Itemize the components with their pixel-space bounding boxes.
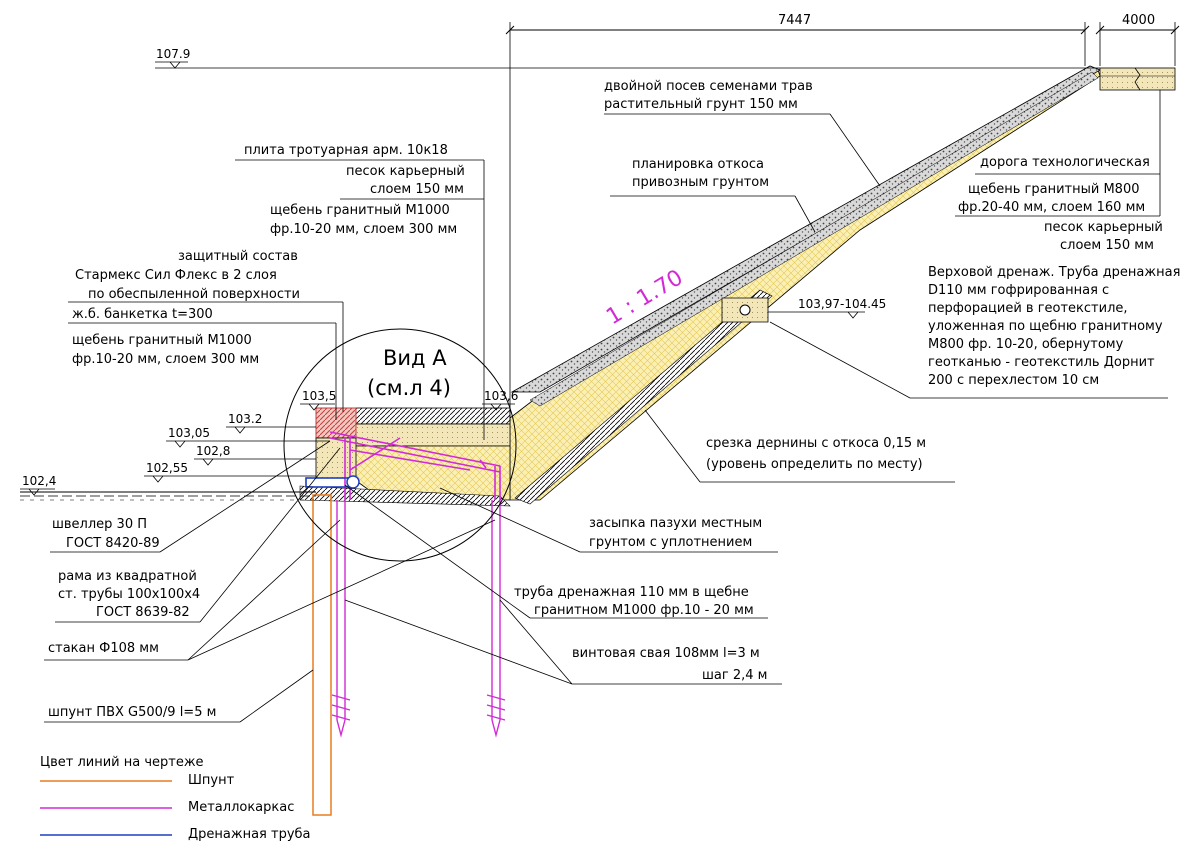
- label-backfill-compaction: грунтом с уплотнением: [589, 535, 752, 550]
- label-drain-1: Верховой дренаж. Труба дренажная: [928, 265, 1180, 280]
- sheet-pile: [312, 494, 332, 816]
- label-drain-5: М800 фр. 10-20, обернутому: [928, 337, 1124, 352]
- label-quarry-sand-layer: слоем 150 мм: [370, 182, 464, 197]
- label-drain-2: D110 мм гофрированная с: [928, 283, 1109, 298]
- water-level: [20, 491, 316, 501]
- label-sheet-pile: шпунт ПВХ G500/9 l=5 м: [48, 705, 216, 720]
- label-road: дорога технологическая: [980, 155, 1150, 170]
- slope-gravel-strip: [529, 71, 1099, 407]
- legend-label-metal-frame: Металлокаркас: [188, 800, 294, 815]
- legend-label-sheet-pile: Шпунт: [188, 773, 235, 788]
- line-color-legend: Цвет линий на чертеже Шпунт Металлокарка…: [40, 755, 311, 842]
- view-a-circle: [283, 328, 517, 562]
- label-planning: планировка откоса: [632, 157, 764, 172]
- label-frame: рама из квадратной: [58, 569, 197, 584]
- label-seeding: двойной посев семенами трав: [604, 79, 813, 94]
- dimension-4000: 4000: [1122, 13, 1155, 28]
- left-callouts: плита тротуарная арм. 10к18 песок карьер…: [44, 143, 496, 723]
- left-pile: [331, 500, 351, 738]
- elevation-107-9: 107.9: [156, 47, 190, 61]
- elevation-102-8: 102,8: [196, 444, 230, 458]
- label-frame-gost: ГОСТ 8639-82: [96, 605, 190, 620]
- elevation-103-6: 103,6: [484, 389, 518, 403]
- label-drain-6: геотканью - геотекстиль Дорнит: [928, 355, 1155, 370]
- metal-frame: [329, 431, 501, 500]
- label-channel: швеллер 30 П: [52, 517, 147, 532]
- label-topsoil: растительный грунт 150 мм: [604, 97, 798, 112]
- label-drain-7: 200 с перехлестом 10 см: [928, 373, 1099, 388]
- label-quarry-sand: песок карьерный: [346, 164, 465, 179]
- label-drain-4: уложенная по щебню гранитному: [928, 319, 1163, 334]
- label-dedusted: по обеспыленной поверхности: [88, 287, 300, 302]
- elevation-103-2: 103.2: [228, 412, 262, 426]
- label-drain-3: перфорацией в геотекстиле,: [928, 301, 1128, 316]
- label-drain-pipe: труба дренажная 110 мм в щебне: [514, 585, 749, 600]
- screw-piles: [312, 494, 506, 816]
- upper-drain-pipe: [739, 304, 751, 316]
- elevation-102-55: 102,55: [146, 461, 188, 475]
- label-road-gravel: щебень гранитный М800: [968, 182, 1140, 197]
- label-cup: стакан Ф108 мм: [48, 641, 159, 656]
- label-starmex: Стармекс Сил Флекс в 2 слоя: [75, 268, 277, 283]
- label-paving-slab: плита тротуарная арм. 10к18: [244, 143, 448, 158]
- elevation-markers: 107.9 103,5 103.2 103,05 102,8 102,55 10…: [20, 47, 886, 496]
- bank-structure: [299, 407, 511, 507]
- view-subtitle: (см.л 4): [367, 376, 451, 400]
- label-channel-gost: ГОСТ 8420-89: [66, 536, 160, 551]
- label-road-sand-layer: слоем 150 мм: [1060, 238, 1154, 253]
- label-road-gravel-size: фр.20-40 мм, слоем 160 мм: [958, 200, 1145, 215]
- label-granite-gravel: щебень гранитный М1000: [270, 203, 450, 218]
- technological-road: [1099, 67, 1176, 91]
- label-left-gravel-size: фр.10-20 мм, слоем 300 мм: [72, 352, 259, 367]
- label-protective: защитный состав: [178, 249, 298, 264]
- legend-title: Цвет линий на чертеже: [40, 755, 204, 770]
- label-backfill: засыпка пазухи местным: [589, 516, 762, 531]
- label-pile-step: шаг 2,4 м: [702, 668, 767, 683]
- bottom-gravel: [299, 485, 511, 507]
- elevation-103-05: 103,05: [168, 426, 210, 440]
- slope-cut-layer: [514, 289, 773, 505]
- label-drain-pipe-gravel: гранитном М1000 фр.10 - 20 мм: [534, 603, 754, 618]
- elevation-103-5: 103,5: [302, 389, 336, 403]
- embankment: [509, 65, 1101, 505]
- dimension-lines: [155, 22, 1180, 420]
- label-rc-banquette: ж.б. банкетка t=300: [72, 307, 213, 322]
- legend-label-drain-pipe: Дренажная труба: [188, 827, 311, 842]
- elevation-103-97: 103,97-104.45: [798, 297, 886, 311]
- right-callouts: двойной посев семенами трав растительный…: [344, 79, 1180, 685]
- label-planning-soil: привозным грунтом: [632, 175, 769, 190]
- label-granite-gravel-size: фр.10-20 мм, слоем 300 мм: [270, 222, 457, 237]
- dimension-7447: 7447: [778, 13, 811, 28]
- elevation-102-4: 102,4: [22, 474, 56, 488]
- sand-layer: [354, 423, 511, 447]
- label-cut: срезка дернины с откоса 0,15 м: [706, 436, 926, 451]
- label-road-sand: песок карьерный: [1044, 220, 1163, 235]
- view-title: Вид А: [383, 346, 447, 370]
- label-screw-pile: винтовая свая 108мм l=3 м: [572, 646, 760, 661]
- right-pile: [486, 500, 506, 738]
- label-frame-pipe: ст. трубы 100х100х4: [58, 587, 200, 602]
- label-cut-level: (уровень определить по месту): [706, 457, 923, 472]
- paving-slab: [354, 407, 511, 425]
- label-left-gravel: щебень гранитный М1000: [72, 333, 252, 348]
